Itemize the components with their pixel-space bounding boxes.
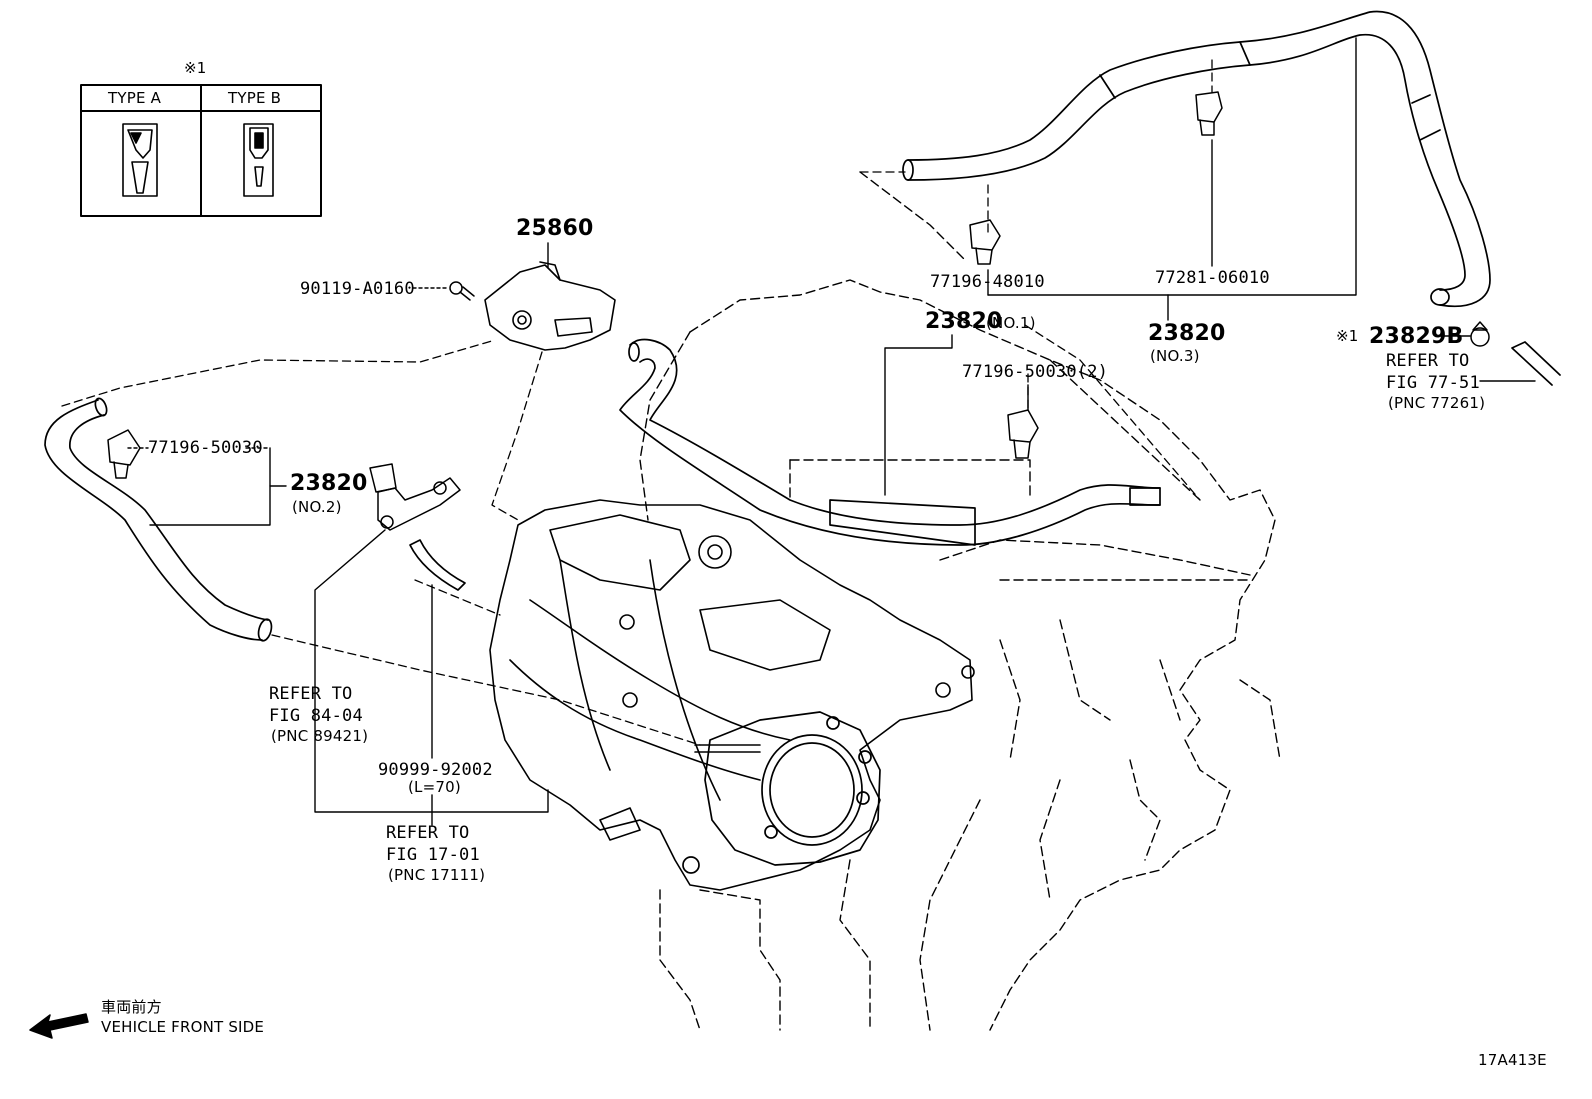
type-b-clip-icon: [243, 123, 274, 197]
intake-manifold: [489, 499, 975, 891]
ref-77-line3: (PNC 77261): [1388, 394, 1486, 412]
ref-17-line3: (PNC 17111): [388, 866, 486, 884]
clip-77196-50030-left: [107, 429, 141, 479]
hose-stub-77261: [1511, 341, 1561, 386]
part-23829b-label[interactable]: 23829B: [1369, 324, 1464, 349]
bolt-90119-a0160: [449, 281, 475, 301]
part-77196-50030-left-label[interactable]: 77196-50030: [148, 438, 263, 458]
part-23820-no1-sub: (NO.1): [986, 314, 1036, 332]
direction-en-label: VEHICLE FRONT SIDE: [101, 1018, 265, 1036]
legend-type-b-label: TYPE B: [228, 89, 282, 107]
hose-23820-no3: [902, 10, 1491, 308]
clip-77281-06010: [1195, 91, 1223, 136]
part-90119-label[interactable]: 90119-A0160: [300, 279, 415, 299]
part-25860-label[interactable]: 25860: [516, 216, 594, 241]
hose-23820-no1: [619, 338, 1161, 546]
ref-17-line2[interactable]: FIG 17-01: [386, 845, 480, 865]
part-77196-48010-label[interactable]: 77196-48010: [930, 272, 1045, 292]
part-23820-no3-sub: (NO.3): [1150, 347, 1200, 365]
part-23820-no3-label[interactable]: 23820: [1148, 321, 1226, 346]
ref-84-line3: (PNC 89421): [271, 727, 369, 745]
clips: [107, 91, 1490, 479]
hose-23820-no2: [44, 397, 273, 642]
clamp-23829b: [1470, 321, 1490, 347]
throttle-body: [682, 711, 881, 874]
dashed-leaders: [61, 59, 1213, 746]
clip-77196-50030-right: [1007, 409, 1039, 459]
hose-90999-92002: [409, 539, 466, 591]
part-23820-no2-label[interactable]: 23820: [290, 471, 368, 496]
part-90999-sub: (L=70): [408, 778, 461, 796]
ref-84-line2[interactable]: FIG 84-04: [269, 706, 363, 726]
pressure-sensor: [369, 463, 461, 531]
hoses: [44, 10, 1561, 642]
ref-77-line1: REFER TO: [1386, 351, 1470, 371]
ref-17-line1: REFER TO: [386, 823, 470, 843]
vsv-25860: [484, 261, 616, 351]
leader-lines: [127, 37, 1536, 826]
legend-type-a-label: TYPE A: [108, 89, 162, 107]
engine-block-outline: [639, 171, 1281, 1031]
vehicle-front-arrow-icon: [29, 1013, 89, 1039]
part-23820-no1-label[interactable]: 23820: [925, 309, 1003, 334]
part-23829b-note-mark: ※1: [1336, 327, 1359, 345]
part-77281-06010-label[interactable]: 77281-06010: [1155, 268, 1270, 288]
clip-77196-48010: [969, 219, 1001, 265]
legend-note-mark: ※1: [184, 59, 207, 77]
figure-code: 17A413E: [1478, 1051, 1547, 1069]
part-23820-no2-sub: (NO.2): [292, 498, 342, 516]
direction-jp-label: 車両前方: [101, 998, 162, 1016]
type-a-clip-icon: [122, 123, 158, 197]
part-90999-label[interactable]: 90999-92002: [378, 760, 493, 780]
part-77196-50030-2-label[interactable]: 77196-50030(2): [962, 362, 1109, 382]
ref-77-line2[interactable]: FIG 77-51: [1386, 373, 1480, 393]
ref-84-line1: REFER TO: [269, 684, 353, 704]
clip-type-legend: [80, 84, 322, 217]
